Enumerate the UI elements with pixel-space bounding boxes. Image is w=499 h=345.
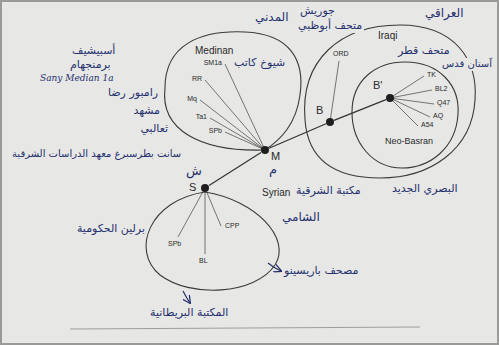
- handwritten-note: مصحف باريسينو: [284, 264, 358, 278]
- region-loop: Neo-Basranالبصري الجديدB': [345, 58, 465, 173]
- manuscript-siglum: Mq: [187, 95, 197, 104]
- manuscript-siglum: A54: [421, 121, 433, 130]
- manuscript-siglum: TK: [427, 71, 436, 80]
- handwritten-gloss: العراقي: [425, 6, 463, 21]
- handwritten-note: رامبور رضا: [108, 86, 158, 100]
- node-name: B': [373, 79, 382, 93]
- branch-point: Mم: [261, 146, 269, 154]
- node-dot: [326, 118, 334, 126]
- node-name: Iraqi: [378, 30, 397, 43]
- region-loop: Medinanالمدني: [160, 28, 305, 153]
- manuscript-siglum: CPP: [225, 222, 239, 231]
- handwritten-gloss: الشامي: [282, 210, 320, 225]
- node-name: Medinan: [195, 45, 233, 58]
- branch-point: B': [386, 94, 394, 102]
- manuscript-siglum: BL: [199, 257, 208, 266]
- handwritten-note: سانت بطرسبرغ معهد الدراسات الشرقية: [12, 148, 181, 161]
- manuscript-siglum: SPb: [209, 127, 222, 136]
- handwritten-note: أسبيشيف: [72, 44, 115, 58]
- handwritten-note: برمنجهام: [70, 58, 111, 72]
- manuscript-siglum: Q47: [437, 99, 450, 108]
- handwritten-note: جوريش: [300, 4, 335, 18]
- stemma-branch: [209, 153, 261, 186]
- branch-point: B: [326, 118, 334, 126]
- manuscript-siglum: SM1a: [204, 59, 222, 68]
- loop-outline: [130, 190, 300, 300]
- node-name: S: [189, 181, 196, 195]
- handwritten-note: Sany Median 1a: [40, 73, 114, 84]
- node-dot: [201, 184, 209, 192]
- node-name: Syrian: [262, 187, 290, 200]
- pencil-rule: [70, 327, 420, 329]
- node-dot: [261, 146, 269, 154]
- loop-path: [165, 32, 301, 150]
- handwritten-gloss: م: [269, 162, 277, 178]
- handwritten-note: شيوخ كاتب: [234, 56, 285, 70]
- node-name: M: [271, 150, 280, 164]
- manuscript-siglum: ORD: [333, 50, 349, 59]
- handwritten-note: برلين الحكومية: [77, 222, 145, 236]
- handwritten-note: مشهد: [133, 104, 160, 118]
- handwritten-gloss: المدني: [255, 10, 289, 25]
- handwritten-note: ثعالبي: [140, 122, 168, 136]
- stemma-branch: [269, 124, 326, 149]
- handwritten-note: المكتبة البريطانية: [150, 306, 228, 320]
- branch-point: Sش: [201, 184, 209, 192]
- node-name: B: [316, 104, 323, 118]
- region-loop: Syrianالشامي: [130, 190, 300, 300]
- loop-path: [352, 62, 458, 168]
- iraqi-branches: [330, 61, 434, 126]
- loop-outline: [345, 58, 465, 173]
- medinan-branches: [200, 64, 265, 150]
- hand-arrows: [183, 263, 281, 303]
- manuscript-siglum: BL2: [435, 85, 447, 94]
- handwritten-gloss: ش: [186, 163, 202, 179]
- handwritten-gloss: البصري الجديد: [392, 182, 458, 196]
- loop-path: [146, 192, 279, 290]
- handwritten-note: آستان قدس: [440, 58, 494, 71]
- loop-path: [305, 25, 476, 178]
- node-dot: [386, 94, 394, 102]
- handwritten-note: متحف قطر: [398, 44, 450, 58]
- manuscript-siglum: SPb: [168, 240, 181, 249]
- manuscript-siglum: AQ: [433, 112, 443, 121]
- loop-outline: [300, 22, 480, 182]
- manuscript-siglum: RR: [192, 75, 202, 84]
- manuscript-siglum: Ta1: [196, 113, 207, 122]
- handwritten-note: متحف أبوظبي: [296, 19, 364, 33]
- stemma-branch: [334, 100, 386, 121]
- node-name: Neo-Basran: [385, 136, 433, 147]
- syrian-branches: [178, 188, 221, 254]
- handwritten-note: مكتبة الشرقية: [296, 184, 361, 198]
- region-loop: IraqiالعراقيNeo-Basranالبصري الجديدB'B: [300, 22, 480, 182]
